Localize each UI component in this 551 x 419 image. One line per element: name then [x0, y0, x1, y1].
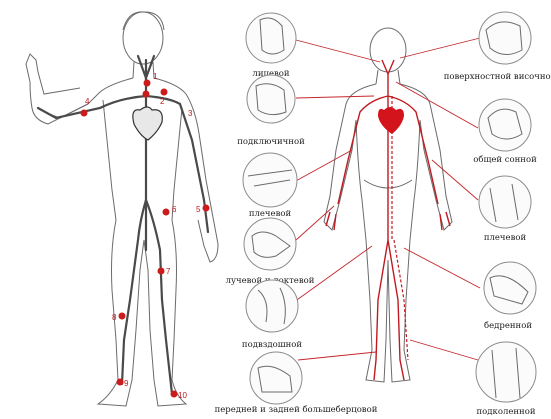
thumbnail-carotid: общей сонной	[473, 99, 537, 165]
thumbnail-subclavian: подключичной	[237, 75, 305, 147]
label-subclavian: подключичной	[237, 137, 305, 147]
label-tibial: передней и задней большеберцовой	[215, 404, 378, 415]
label-femoral: бедренной	[484, 320, 532, 331]
label-carotid: общей сонной	[473, 154, 537, 165]
thumbnail-temporal: поверхностной височной	[444, 12, 551, 82]
point-number-5: 5	[196, 205, 201, 214]
label-brachial-left: плечевой	[249, 209, 292, 219]
thumbnail-popliteal: подколенной	[476, 342, 536, 417]
label-popliteal: подколенной	[477, 407, 536, 417]
thumbnail-facial: лицевой	[246, 13, 296, 79]
point-number-3: 3	[188, 109, 193, 118]
thumbnail-radial-ulnar: лучевой и локтевой	[226, 218, 315, 286]
thumbnail-femoral: бедренной	[484, 262, 536, 331]
point-number-4: 4	[85, 97, 90, 106]
label-iliac: подвздошной	[242, 340, 302, 350]
point-number-1: 1	[153, 72, 158, 81]
point-number-2: 2	[160, 97, 165, 106]
point-number-6: 6	[172, 205, 177, 214]
label-brachial-right: плечевой	[484, 233, 527, 243]
thumbnail-iliac: подвздошной	[242, 280, 302, 350]
point-number-8: 8	[112, 313, 117, 322]
thumbnail-brachial-left: плечевой	[243, 153, 297, 219]
point-number-9: 9	[124, 379, 129, 388]
label-temporal: поверхностной височной	[444, 72, 551, 82]
point-number-10: 10	[178, 391, 187, 400]
left-body-figure	[26, 12, 218, 406]
thumbnail-tibial: передней и задней большеберцовой	[215, 352, 378, 415]
point-number-7: 7	[166, 267, 171, 276]
right-body-figure	[324, 28, 452, 382]
thumbnail-brachial-right: плечевой	[479, 176, 531, 243]
